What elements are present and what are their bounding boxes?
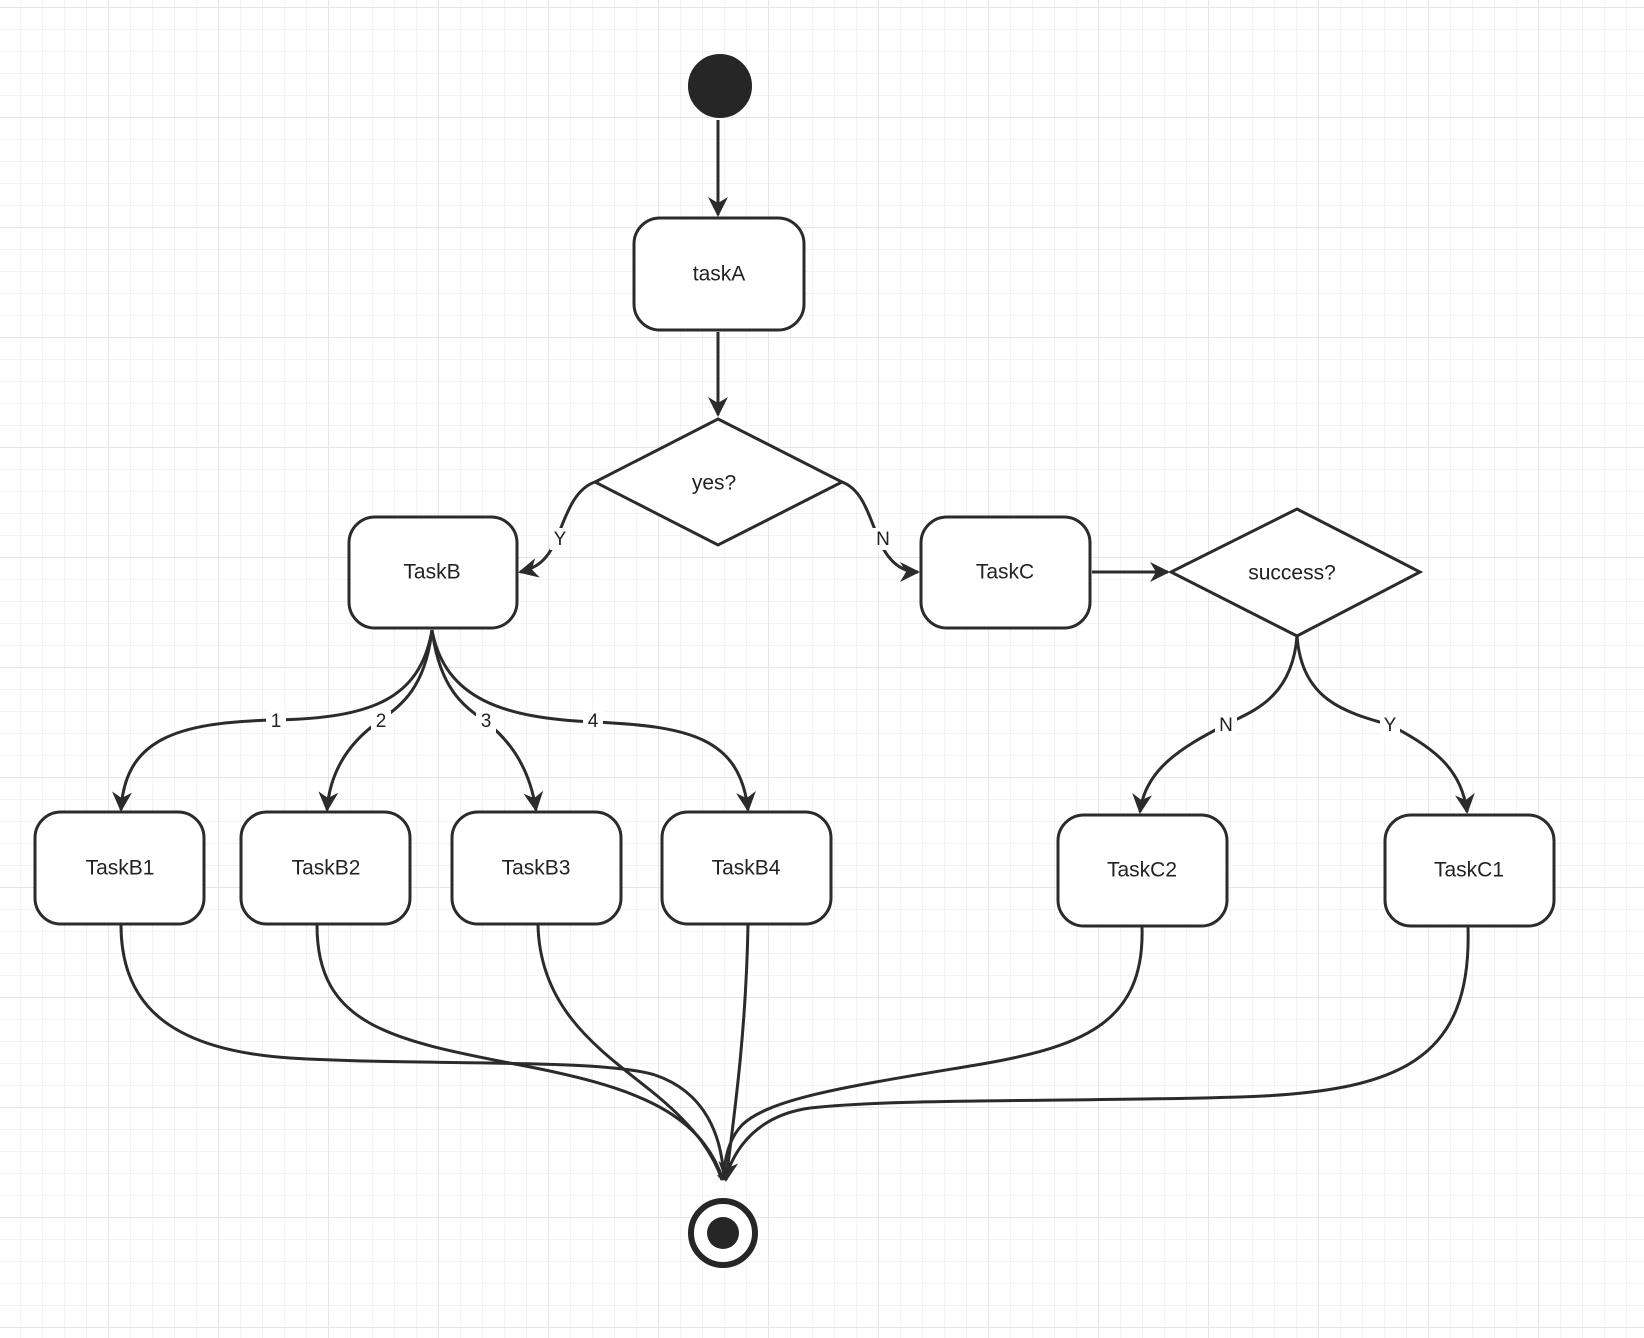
edge-label-text: N xyxy=(1219,715,1233,736)
decision-success[interactable]: success? xyxy=(1167,507,1424,638)
edge-labels: Y N 1 2 3 4 N Y xyxy=(266,528,1400,737)
edge-label-Y-C1: Y xyxy=(1380,715,1400,737)
decision-label: success? xyxy=(1248,562,1336,585)
edge-label-text: 1 xyxy=(271,711,282,732)
edge-B4-to-end[interactable] xyxy=(718,924,750,1182)
node-label: TaskC1 xyxy=(1434,859,1504,882)
node-taskC1[interactable]: TaskC1 xyxy=(1383,813,1556,928)
start-node[interactable] xyxy=(688,54,752,118)
node-taskC2[interactable]: TaskC2 xyxy=(1056,813,1229,928)
edge-C2-to-end[interactable] xyxy=(720,926,1144,1181)
node-taskA[interactable]: taskA xyxy=(632,216,806,332)
node-label: TaskC xyxy=(976,561,1034,584)
edge-label-text: 3 xyxy=(481,711,492,732)
edge-B1-to-end[interactable] xyxy=(119,924,728,1181)
node-label: TaskB4 xyxy=(712,857,781,880)
edge-label-2: 2 xyxy=(371,711,391,733)
node-label: taskA xyxy=(693,263,746,286)
edge-label-3: 3 xyxy=(476,711,496,733)
node-taskB[interactable]: TaskB xyxy=(347,515,519,630)
edge-label-text: 4 xyxy=(588,711,599,732)
decision-yes[interactable]: yes? xyxy=(591,417,846,547)
edge-B2-to-end[interactable] xyxy=(315,924,725,1181)
edge-label-text: 2 xyxy=(376,711,387,732)
node-label: TaskB2 xyxy=(292,857,361,880)
node-taskB2[interactable]: TaskB2 xyxy=(239,810,412,926)
edge-decision-to-taskC[interactable] xyxy=(841,480,920,582)
node-taskC[interactable]: TaskC xyxy=(919,515,1092,630)
edge-label-4: 4 xyxy=(583,711,603,733)
edge-C1-to-end[interactable] xyxy=(723,926,1470,1181)
edge-label-text: Y xyxy=(554,529,567,550)
nodes: taskA yes? TaskB TaskC success? TaskB1 xyxy=(33,54,1556,1268)
node-label: TaskB1 xyxy=(86,857,155,880)
edge-decision-to-taskB[interactable] xyxy=(518,480,596,578)
edge-label-N-C2: N xyxy=(1215,715,1237,737)
decision-label: yes? xyxy=(692,472,736,495)
node-taskB1[interactable]: TaskB1 xyxy=(33,810,206,926)
edge-label-text: Y xyxy=(1384,715,1397,736)
node-label: TaskC2 xyxy=(1107,859,1177,882)
edge-label-text: N xyxy=(876,529,890,550)
edge-label-Y-taskB: Y xyxy=(550,528,570,550)
end-node[interactable] xyxy=(688,1198,758,1268)
node-taskB4[interactable]: TaskB4 xyxy=(660,810,833,926)
node-taskB3[interactable]: TaskB3 xyxy=(450,810,623,926)
node-label: TaskB3 xyxy=(502,857,571,880)
edge-label-N-taskC: N xyxy=(872,528,894,550)
node-label: TaskB xyxy=(403,561,460,584)
edge-label-1: 1 xyxy=(266,711,286,733)
edge-B3-to-end[interactable] xyxy=(536,924,724,1181)
